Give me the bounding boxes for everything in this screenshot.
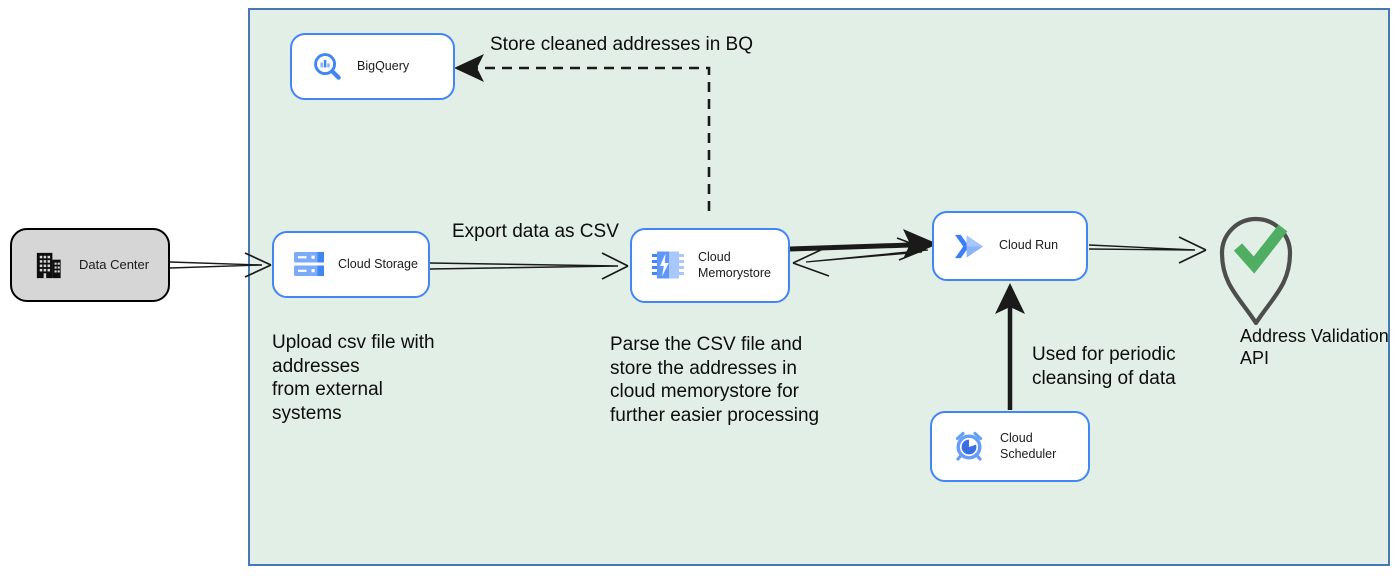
building-icon — [32, 249, 65, 282]
cloud-storage-icon — [294, 251, 324, 278]
annotation-upload-csv: Upload csv file with addresses from exte… — [272, 332, 435, 424]
cloud-scheduler-icon — [952, 430, 986, 463]
node-label: Cloud Storage — [338, 256, 418, 271]
node-bigquery[interactable]: BigQuery — [290, 33, 455, 100]
node-label: Cloud Scheduler — [1000, 430, 1057, 461]
node-cloud-memorystore[interactable]: Cloud Memorystore — [630, 228, 790, 303]
node-cloud-run[interactable]: Cloud Run — [932, 211, 1088, 281]
node-label: BigQuery — [357, 58, 410, 73]
node-label: Cloud Memorystore — [698, 249, 771, 280]
node-label: Data Center — [79, 256, 150, 272]
annotation-export-csv: Export data as CSV — [452, 221, 619, 242]
gcp-boundary-box[interactable] — [248, 8, 1390, 566]
node-label: Cloud Run — [999, 238, 1059, 253]
node-cloud-storage[interactable]: Cloud Storage — [272, 231, 430, 298]
cloud-run-icon — [954, 232, 985, 261]
node-cloud-scheduler[interactable]: Cloud Scheduler — [930, 411, 1090, 482]
node-data-center[interactable]: Data Center — [10, 228, 170, 302]
annotation-parse-csv: Parse the CSV file and store the address… — [610, 334, 820, 426]
address-validation-api-label: Address Validation API — [1240, 326, 1389, 368]
memorystore-icon — [652, 251, 684, 281]
bigquery-icon — [312, 51, 343, 82]
annotation-periodic-cleansing: Used for periodic cleansing of data — [1032, 344, 1176, 389]
annotation-store-cleaned-bq: Store cleaned addresses in BQ — [490, 34, 753, 55]
